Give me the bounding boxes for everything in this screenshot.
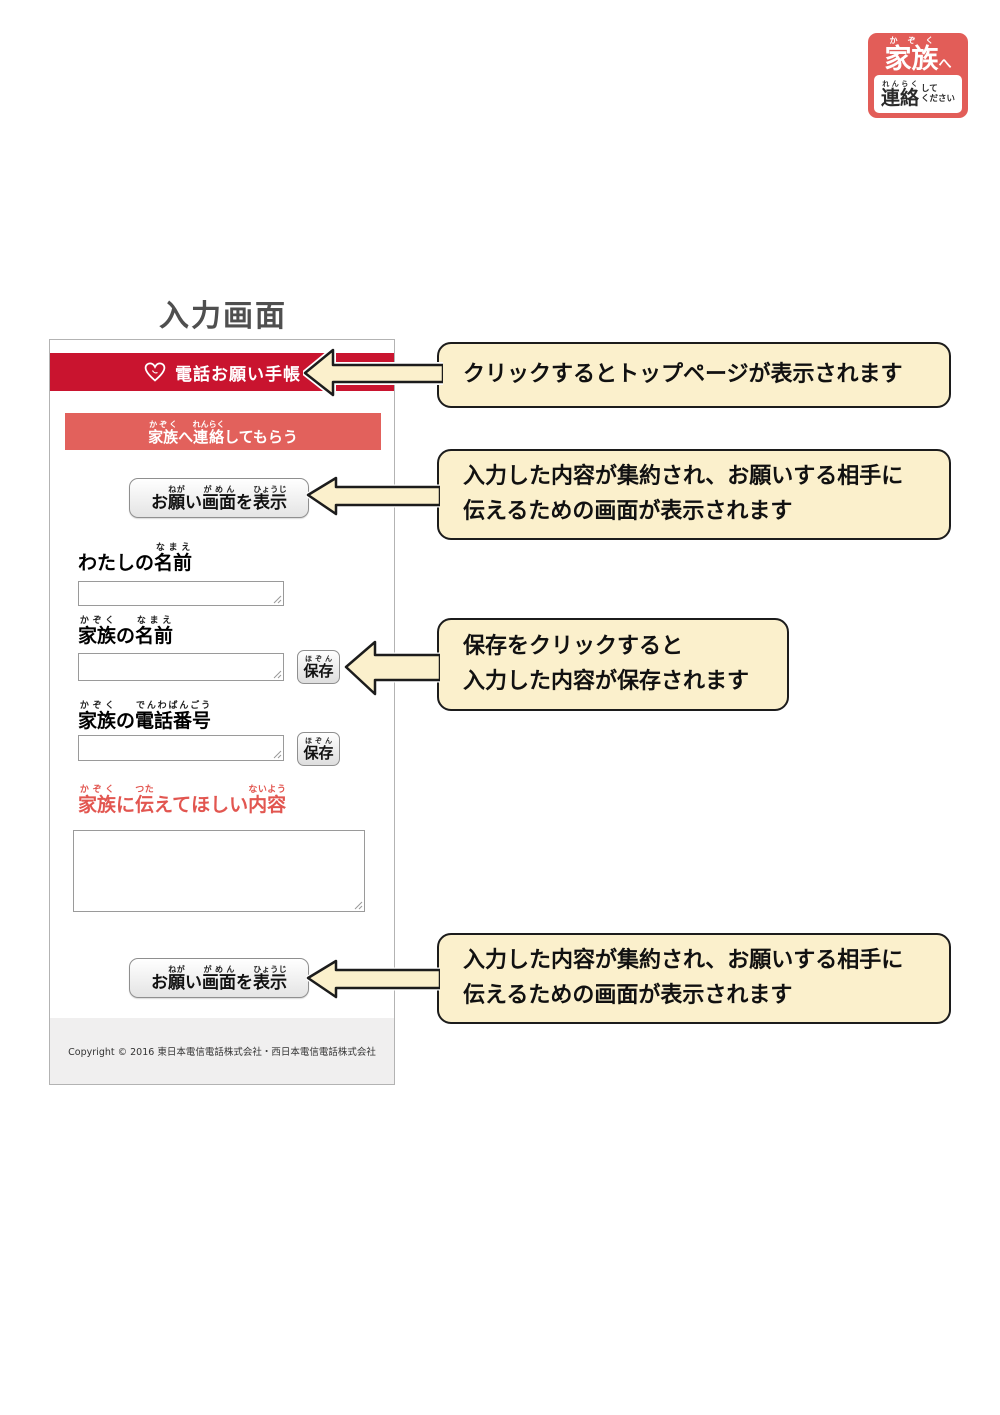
- family-name-label: 家族かぞくの名前なまえ: [78, 616, 174, 647]
- callout-top-page: クリックするとトップページが表示されます: [437, 342, 951, 408]
- callout-show-request-bottom: 入力した内容が集約され、お願いする相手に 伝えるための画面が表示されます: [437, 933, 951, 1024]
- my-name-input[interactable]: [78, 581, 284, 606]
- badge-please-text: して ください: [921, 83, 956, 104]
- family-name-input[interactable]: [78, 653, 284, 681]
- family-phone-input[interactable]: [78, 735, 284, 761]
- show-request-screen-button-bottom[interactable]: お願ねがい画面がめんを表示ひょうじ: [129, 958, 309, 998]
- save-family-name-button[interactable]: 保存ほぞん: [297, 650, 340, 684]
- arrow-left-icon: [306, 958, 440, 1000]
- heart-icon: [144, 362, 166, 382]
- message-label: 家族かぞくに伝つたえてほしい内容ないよう: [78, 785, 287, 816]
- show-request-screen-button-top[interactable]: お願ねがい画面がめんを表示ひょうじ: [129, 478, 309, 518]
- badge-contact-text: 連絡れんらく: [880, 80, 919, 109]
- arrow-left-icon: [343, 639, 440, 697]
- family-phone-label: 家族かぞくの電話番号でんわばんごう: [78, 701, 212, 732]
- badge-family-text: 家族かぞくへ: [884, 36, 952, 75]
- my-name-label: わたしの名前なまえ: [78, 543, 193, 574]
- family-phone-input-wrap: [78, 735, 284, 761]
- banner-ask-family: 家族かぞくへ連絡れんらくしてもらう: [65, 413, 381, 450]
- copyright-text: Copyright © 2016 東日本電信電話株式会社・西日本電信電話株式会社: [68, 1047, 376, 1058]
- app-header[interactable]: 電話お願い手帳: [50, 353, 394, 391]
- save-family-phone-button[interactable]: 保存ほぞん: [297, 732, 340, 766]
- callout-save: 保存をクリックすると 入力した内容が保存されます: [437, 618, 789, 711]
- arrow-left-icon: [306, 475, 440, 517]
- app-screenshot-input-screen: 電話お願い手帳 家族かぞくへ連絡れんらくしてもらう お願ねがい画面がめんを表示ひ…: [49, 339, 395, 1085]
- family-name-input-wrap: [78, 653, 284, 681]
- callout-show-request-top: 入力した内容が集約され、お願いする相手に 伝えるための画面が表示されます: [437, 449, 951, 540]
- message-input-wrap: [73, 830, 365, 912]
- family-contact-badge: 家族かぞくへ 連絡れんらく して ください: [868, 33, 968, 118]
- message-input[interactable]: [73, 830, 365, 912]
- page-title: 入力画面: [159, 299, 287, 334]
- app-footer: Copyright © 2016 東日本電信電話株式会社・西日本電信電話株式会社: [50, 1018, 394, 1084]
- badge-contact-box: 連絡れんらく して ください: [874, 75, 962, 113]
- arrow-left-icon: [303, 347, 443, 398]
- app-title: 電話お願い手帳: [175, 364, 301, 385]
- my-name-input-wrap: [78, 581, 284, 606]
